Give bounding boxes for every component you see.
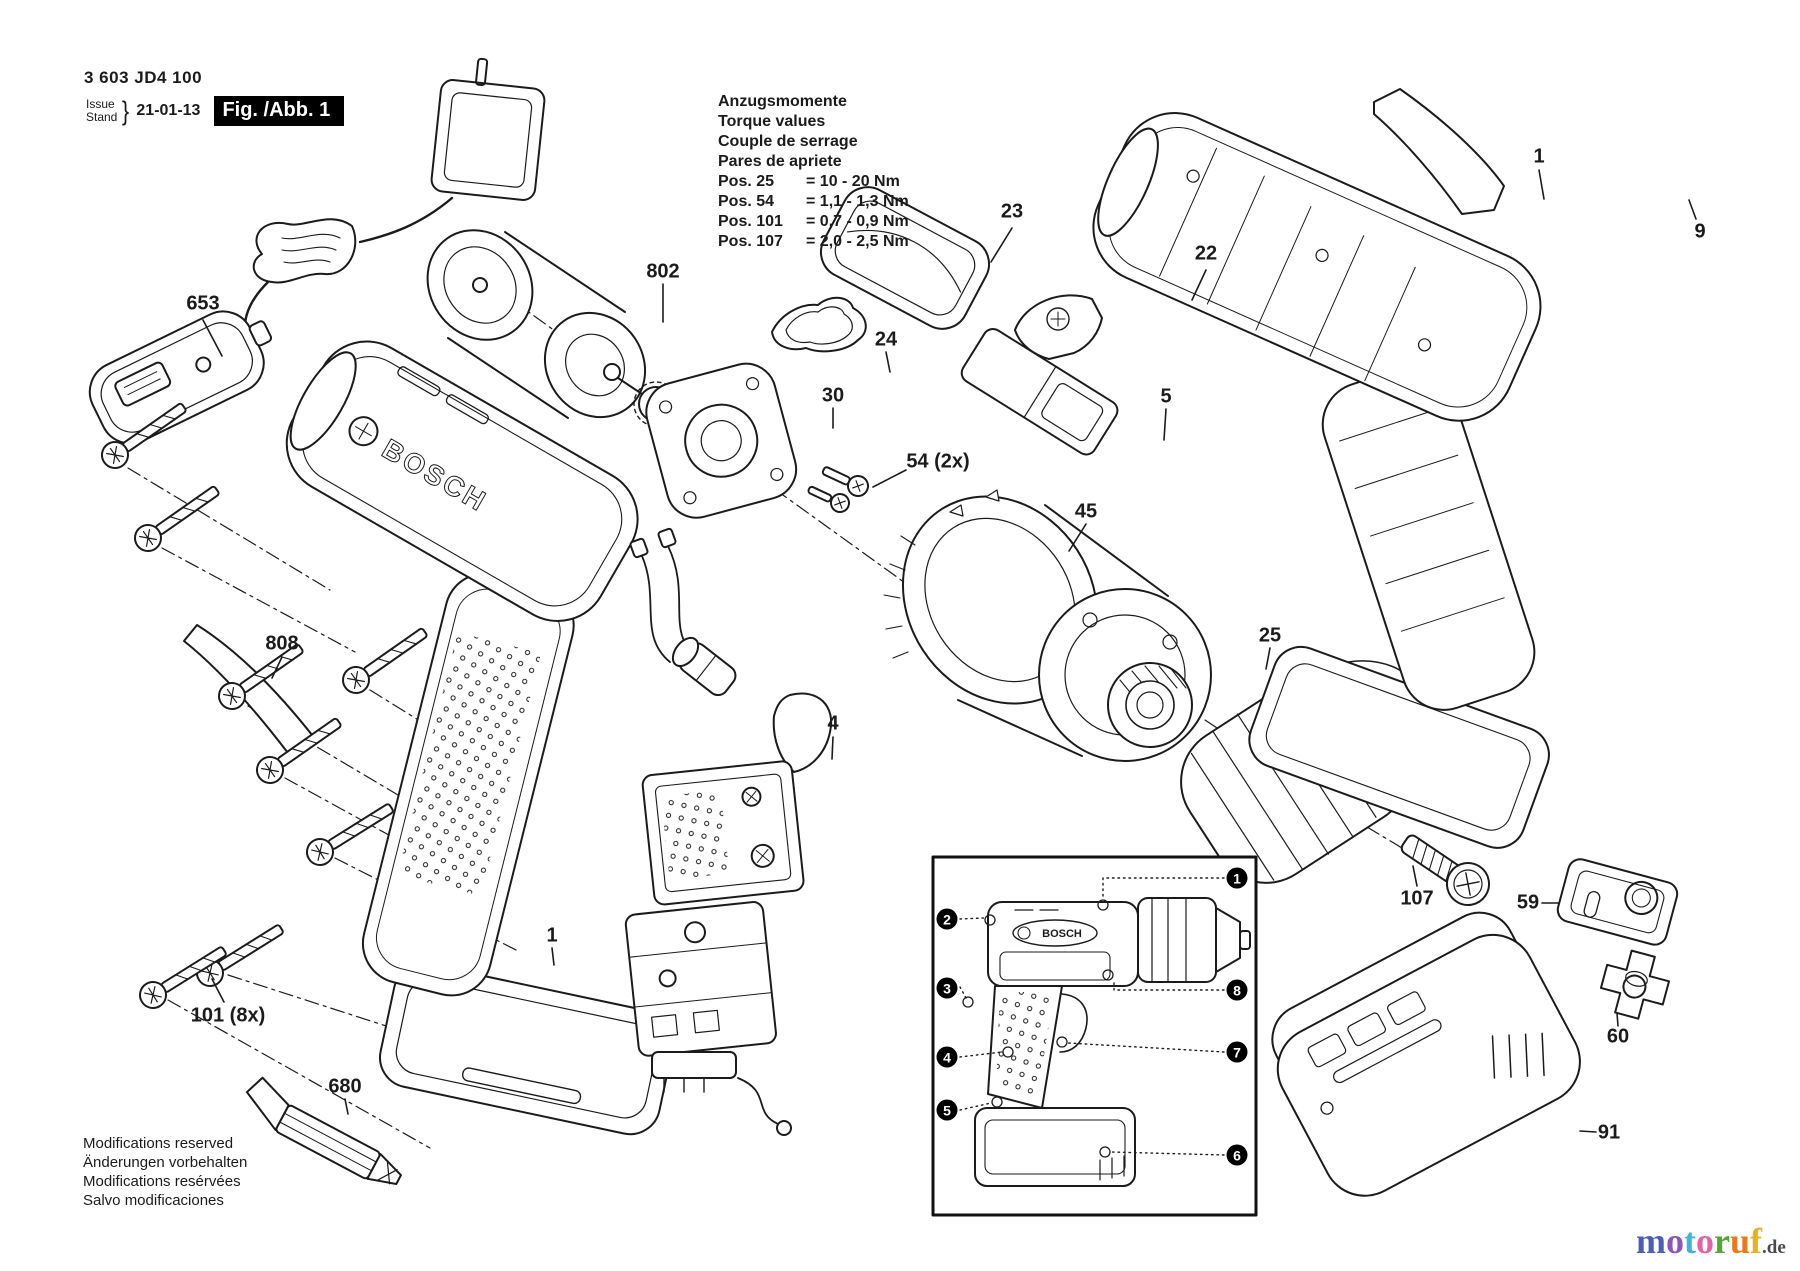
cover-5-drawing: [960, 328, 1119, 456]
inset-callout-4: 4: [936, 1046, 958, 1068]
inset-callout-2: 2: [936, 908, 958, 930]
document-issue-row: Issue Stand } 21-01-13 Fig. /Abb. 1: [86, 96, 345, 126]
part-label-802: 802: [646, 260, 680, 283]
torque-values-block: Anzugsmomente Torque values Couple de se…: [718, 92, 909, 252]
bit-680-drawing: [245, 1076, 402, 1185]
part-label-5: 5: [1160, 385, 1172, 408]
modifications-line-de: Änderungen vorbehalten: [83, 1154, 248, 1171]
left-housing-shell-drawing: BOSCH: [285, 340, 675, 1136]
part-label-680: 680: [328, 1075, 362, 1098]
part-label-4: 4: [827, 712, 839, 735]
motoruf-logo[interactable]: motoruf.de: [1636, 1222, 1786, 1267]
torque-heading-en: Torque values: [718, 113, 826, 130]
issue-date: 21-01-13: [136, 102, 201, 119]
modifications-line-fr: Modifications resérvées: [83, 1173, 241, 1190]
part-label-808: 808: [265, 632, 299, 655]
torque-heading-es: Pares de apriete: [718, 153, 842, 170]
logo-letter: r: [1714, 1221, 1730, 1261]
part-label-107: 107: [1400, 887, 1434, 910]
logo-letter: o: [1666, 1221, 1684, 1261]
part-label-22: 22: [1194, 242, 1218, 265]
torque-pos-107: Pos. 107: [718, 233, 783, 250]
logo-letter: t: [1684, 1221, 1696, 1261]
part-label-25: 25: [1258, 624, 1282, 647]
screw-107-drawing: [1400, 834, 1490, 906]
logo-letter: f: [1750, 1221, 1763, 1261]
inset-callout-3: 3: [936, 977, 958, 999]
inset-callout-6: 6: [1226, 1144, 1248, 1166]
part-label-54: 54 (2x): [906, 450, 970, 473]
figure-label-box: Fig. /Abb. 1: [214, 96, 345, 126]
part-label-24: 24: [874, 328, 898, 351]
leader-lines: [202, 169, 1697, 1133]
inset-callout-8: 8: [1226, 979, 1248, 1001]
button-60-drawing: [1599, 949, 1670, 1020]
logo-letter: o: [1696, 1221, 1714, 1261]
charger-653-drawing: [88, 310, 273, 445]
gear-plate-30-drawing: [645, 362, 869, 519]
switch-assembly-4-drawing: [624, 527, 833, 1136]
inset-callout-1: 1: [1226, 867, 1248, 889]
part-label-91: 91: [1597, 1121, 1621, 1144]
part-label-23: 23: [1000, 200, 1024, 223]
part-label-60: 60: [1606, 1025, 1630, 1048]
stand-label: Stand: [86, 110, 118, 124]
logo-letter: u: [1729, 1221, 1751, 1261]
inset-overview-drawing: BOSCH: [931, 855, 1258, 1217]
part-label-1-right: 1: [1533, 145, 1545, 168]
torque-val-54: = 1,1 - 1,3 Nm: [806, 193, 909, 210]
torque-heading-fr: Couple de serrage: [718, 133, 858, 150]
battery-91-drawing: [1271, 911, 1581, 1197]
document-part-number: 3 603 JD4 100: [84, 68, 203, 87]
clip-59-drawing: [1556, 858, 1679, 946]
motoruf-logo-letters: motoruf: [1636, 1221, 1762, 1261]
torque-pos-25: Pos. 25: [718, 173, 775, 190]
inset-bosch-text: BOSCH: [1042, 928, 1082, 940]
inset-callout-5: 5: [936, 1099, 958, 1121]
issue-label: Issue: [86, 97, 115, 111]
cover-23-drawing: [819, 186, 991, 330]
part-label-30: 30: [821, 384, 845, 407]
torque-val-25: = 10 - 20 Nm: [806, 173, 900, 190]
torque-val-101: = 0,7 - 0,9 Nm: [806, 213, 909, 230]
torque-heading-de: Anzugsmomente: [718, 93, 847, 110]
torque-val-107: = 2,0 - 2,5 Nm: [806, 233, 909, 250]
gasket-24-drawing: [771, 296, 867, 353]
modifications-line-en: Modifications reserved: [83, 1135, 234, 1152]
part-label-1-center: 1: [546, 924, 558, 947]
torque-pos-101: Pos. 101: [718, 213, 783, 230]
part-label-653: 653: [186, 292, 220, 315]
part-label-59: 59: [1516, 891, 1540, 914]
inset-callout-7: 7: [1226, 1041, 1248, 1063]
sticker-9-drawing: [1373, 88, 1505, 215]
part-label-9: 9: [1694, 220, 1706, 243]
issue-brace: }: [122, 96, 130, 126]
part-label-101: 101 (8x): [190, 1004, 266, 1027]
right-housing-shell-drawing: [1092, 112, 1550, 849]
modifications-line-es: Salvo modificaciones: [83, 1192, 224, 1209]
logo-letter: m: [1636, 1221, 1666, 1261]
motoruf-logo-suffix: .de: [1762, 1237, 1786, 1258]
gearbox-45-drawing: [883, 489, 1212, 762]
modifications-block: Modifications reserved Änderungen vorbeh…: [83, 1134, 247, 1210]
part-label-45: 45: [1074, 500, 1098, 523]
motor-802-drawing: [426, 229, 679, 427]
torque-pos-54: Pos. 54: [718, 193, 775, 210]
